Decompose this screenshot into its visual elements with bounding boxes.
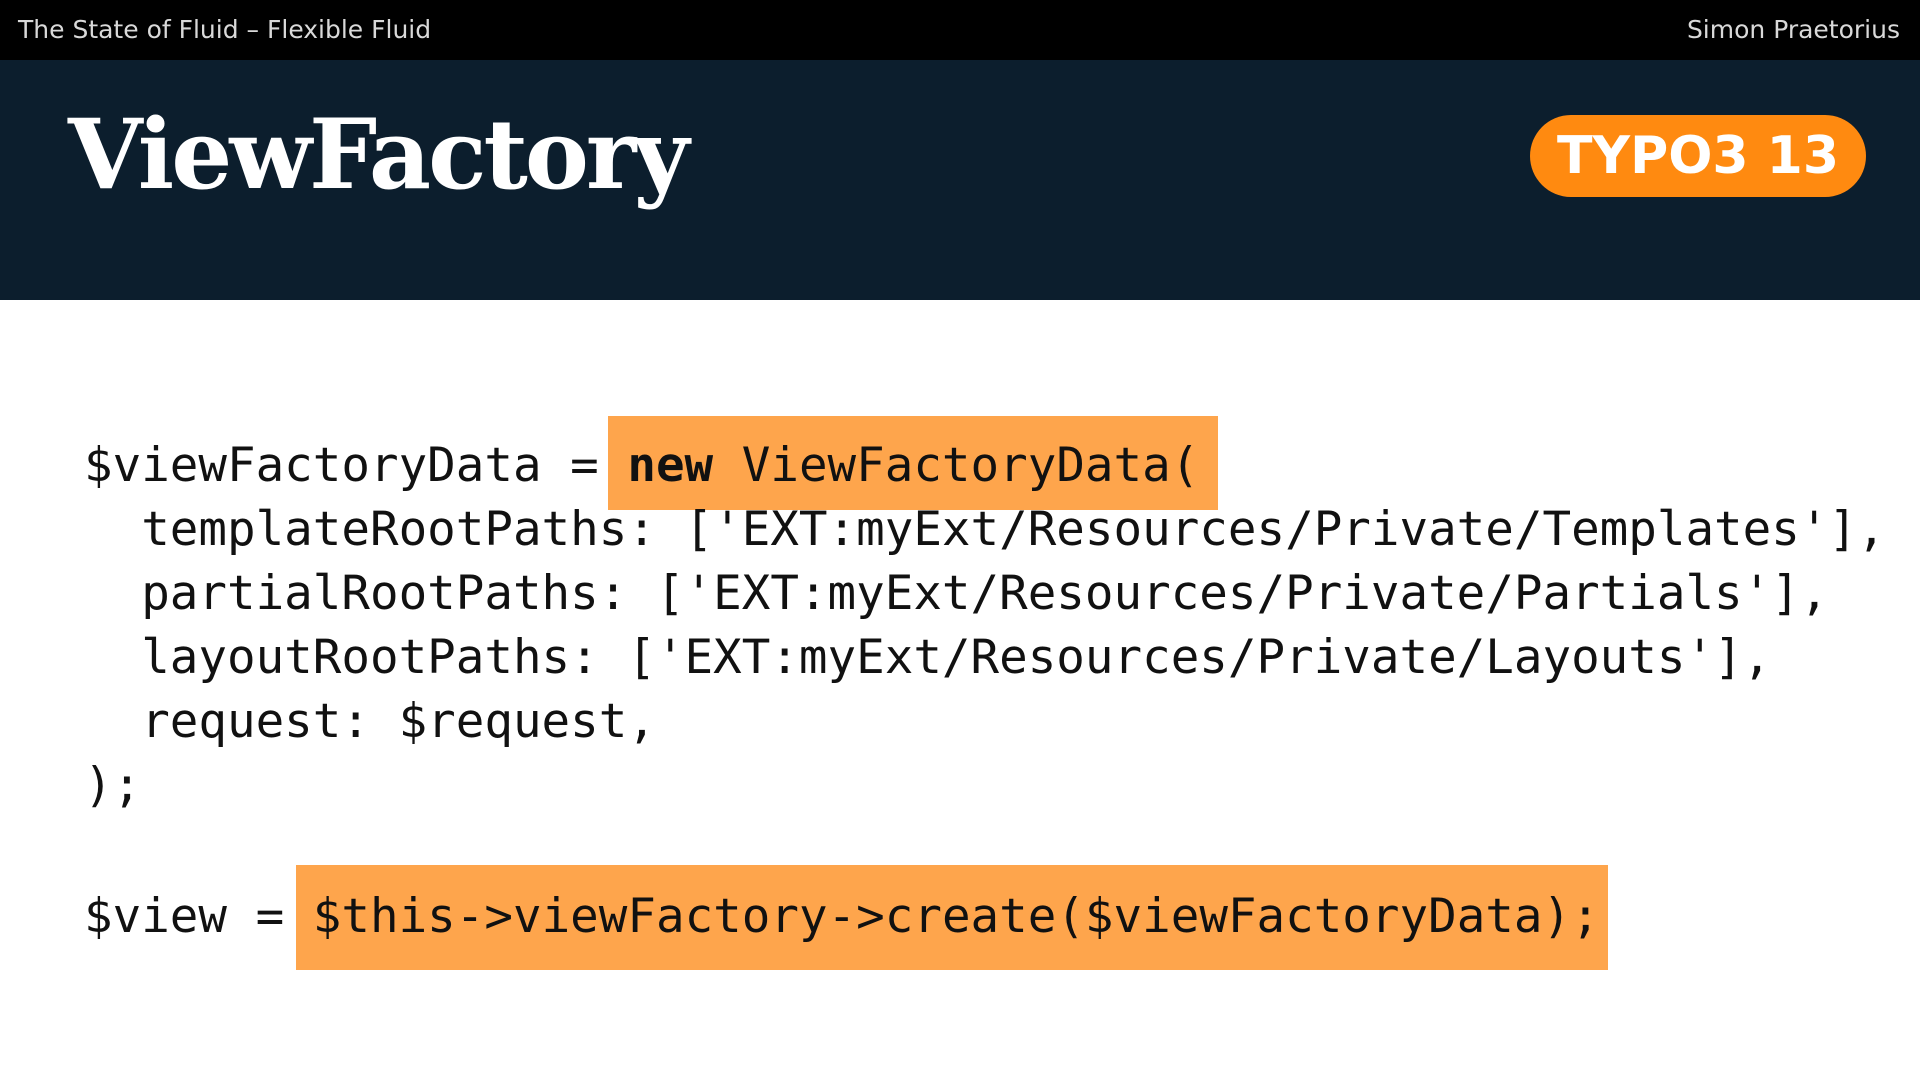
speaker-name: Simon Praetorius xyxy=(1686,15,1900,44)
code-block: $viewFactoryData = new ViewFactoryData( … xyxy=(0,300,1920,1080)
talk-title: The State of Fluid – Flexible Fluid xyxy=(18,15,432,44)
code-line-7: $view = $this->viewFactory->create($view… xyxy=(84,885,1600,949)
code-line-4: layoutRootPaths: ['EXT:myExt/Resources/P… xyxy=(84,630,1772,685)
code-line-5: request: $request, xyxy=(84,694,656,749)
code-line-3: partialRootPaths: ['EXT:myExt/Resources/… xyxy=(84,566,1829,621)
code-var-view: $view xyxy=(84,889,227,944)
code-line-6: ); xyxy=(84,758,142,813)
code-create-call: $this->viewFactory->create($viewFactoryD… xyxy=(312,889,1600,944)
highlight-new-viewfactorydata xyxy=(608,416,1218,510)
top-bar: The State of Fluid – Flexible Fluid Simo… xyxy=(0,0,1920,60)
version-badge: TYPO3 13 xyxy=(1530,115,1866,197)
highlight-create-call xyxy=(296,865,1608,970)
code-line-2: templateRootPaths: ['EXT:myExt/Resources… xyxy=(84,502,1886,557)
code-constructor-call: ViewFactoryData( xyxy=(713,438,1200,493)
code-assign-operator: = xyxy=(541,438,628,493)
slide-title: ViewFactory xyxy=(68,98,689,211)
code-assign-operator-2: = xyxy=(227,889,313,944)
code-line-1: $viewFactoryData = new ViewFactoryData( xyxy=(84,434,1199,498)
code-var-viewfactorydata: $viewFactoryData xyxy=(84,438,542,493)
code-keyword-new: new xyxy=(627,438,714,493)
slide-header: ViewFactory TYPO3 13 xyxy=(0,60,1920,300)
